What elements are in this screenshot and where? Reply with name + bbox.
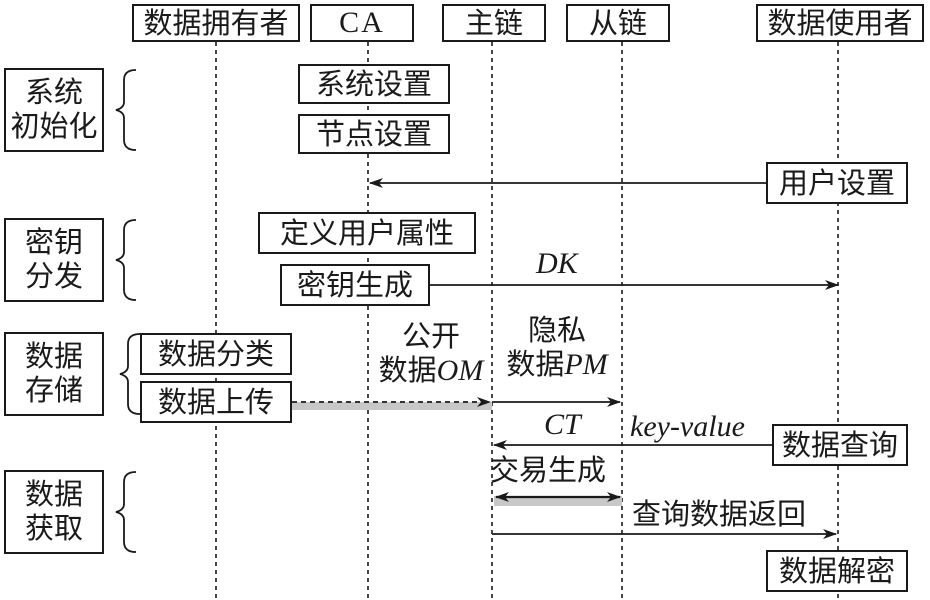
label-tx-generation: 交易生成 (490, 453, 607, 488)
label-public-line2: 数据OM (378, 352, 484, 389)
label-private-line2: 数据PM (506, 346, 608, 383)
actor-main-chain: 主链 (442, 4, 546, 42)
label-key-value: key-value (630, 409, 745, 443)
bracket-key-distribution (115, 219, 137, 301)
phase-data-retrieval-line1: 数据 (24, 477, 83, 512)
phase-key-distribution: 密钥 分发 (4, 218, 104, 302)
upload-highlight (292, 402, 492, 410)
step-data-upload: 数据上传 (140, 381, 292, 423)
label-private-data: 隐私 数据PM (494, 313, 620, 383)
phase-key-distribution-line1: 密钥 (24, 225, 83, 260)
step-system-setup: 系统设置 (298, 64, 450, 104)
step-data-decrypt: 数据解密 (766, 550, 908, 592)
actor-data-owner: 数据拥有者 (132, 4, 300, 42)
label-private-line2-var: PM (564, 347, 608, 381)
actor-side-chain: 从链 (566, 4, 670, 42)
phase-data-storage: 数据 存储 (4, 332, 104, 416)
bracket-data-storage (119, 333, 141, 415)
step-data-classification: 数据分类 (140, 333, 292, 375)
step-node-setup: 节点设置 (298, 114, 450, 154)
step-define-attributes: 定义用户属性 (258, 212, 476, 254)
step-key-generation: 密钥生成 (280, 264, 430, 306)
phase-system-init-line2: 初始化 (10, 109, 98, 143)
label-public-line2-prefix: 数据 (378, 352, 437, 387)
label-private-line2-prefix: 数据 (506, 346, 565, 381)
phase-key-distribution-line2: 分发 (24, 259, 83, 293)
phase-data-retrieval: 数据 获取 (4, 470, 104, 554)
actor-data-user: 数据使用者 (756, 4, 924, 42)
label-query-return: 查询数据返回 (632, 497, 807, 532)
label-public-data: 公开 数据OM (370, 319, 492, 389)
step-data-query: 数据查询 (772, 424, 908, 466)
phase-data-storage-line1: 数据 (24, 339, 83, 374)
phase-system-init: 系统 初始化 (4, 68, 104, 152)
label-ct: CT (544, 407, 581, 441)
actor-ca: CA (310, 4, 414, 42)
phase-data-retrieval-line2: 获取 (24, 511, 83, 545)
label-public-line1: 公开 (401, 319, 460, 353)
label-dk: DK (536, 246, 578, 280)
label-private-line1: 隐私 (527, 313, 586, 347)
step-user-setup: 用户设置 (766, 162, 908, 204)
phase-data-storage-line2: 存储 (24, 373, 83, 407)
bracket-system-init (115, 69, 137, 151)
phase-system-init-line1: 系统 (24, 75, 83, 110)
label-public-line2-var: OM (436, 353, 484, 387)
bracket-data-retrieval (115, 471, 137, 553)
